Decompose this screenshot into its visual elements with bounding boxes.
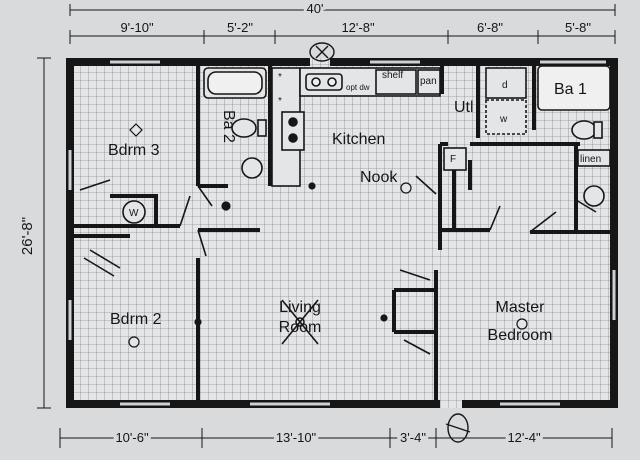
label-water-heater: W bbox=[129, 208, 139, 219]
label-opt-dw: opt dw bbox=[346, 83, 370, 92]
ba1-fixtures bbox=[537, 65, 611, 207]
room-living-2: Room bbox=[279, 319, 322, 336]
overall-depth: 26'-8" bbox=[19, 217, 36, 255]
washer bbox=[485, 99, 527, 135]
toilet-ba1 bbox=[571, 120, 597, 140]
water-heater bbox=[122, 200, 146, 224]
room-kitchen: Kitchen bbox=[332, 131, 385, 148]
room-master-2: Bedroom bbox=[488, 327, 553, 344]
left-dimension-line bbox=[37, 57, 51, 409]
bottom-dim-2: 13'-10" bbox=[276, 430, 317, 445]
windows bbox=[68, 60, 616, 406]
room-bdrm2: Bdrm 2 bbox=[110, 311, 162, 328]
room-bdrm3: Bdrm 3 bbox=[108, 142, 160, 159]
bottom-dim-1: 10'-6" bbox=[115, 430, 149, 445]
pantry bbox=[417, 69, 441, 95]
ceiling-lights bbox=[128, 123, 528, 348]
kitchen-counters bbox=[271, 67, 441, 187]
ba2-fixtures bbox=[203, 67, 267, 179]
label-shelf: shelf bbox=[382, 70, 403, 81]
dryer bbox=[485, 67, 527, 99]
star-2: * bbox=[278, 96, 282, 107]
label-fridge: F bbox=[450, 154, 456, 165]
top-dim-2: 5'-2" bbox=[227, 20, 253, 35]
top-dim-3: 12'-8" bbox=[341, 20, 375, 35]
top-dimension-lines bbox=[69, 4, 616, 44]
label-washer: w bbox=[499, 114, 508, 125]
room-nook: Nook bbox=[360, 169, 398, 186]
interior-walls bbox=[70, 62, 614, 404]
ceiling-fan bbox=[281, 299, 319, 345]
room-utl: Utl bbox=[454, 99, 474, 116]
label-dryer: d bbox=[502, 80, 508, 91]
label-linen: linen bbox=[580, 154, 601, 165]
room-ba2: Ba 2 bbox=[220, 110, 237, 143]
room-ba1: Ba 1 bbox=[554, 81, 587, 98]
shower-ba1 bbox=[537, 65, 611, 111]
star-1: * bbox=[278, 72, 282, 83]
label-pan: pan bbox=[420, 76, 437, 87]
top-dim-5: 5'-8" bbox=[565, 20, 591, 35]
top-dim-1: 9'-10" bbox=[120, 20, 154, 35]
room-living: Living bbox=[279, 299, 321, 316]
overall-width: 40' bbox=[307, 1, 324, 16]
bottom-dim-3: 3'-4" bbox=[400, 430, 426, 445]
bottom-dimension-lines bbox=[59, 428, 613, 448]
exterior-marks bbox=[309, 42, 471, 443]
shelf bbox=[375, 69, 417, 95]
sink-ba1 bbox=[583, 185, 605, 207]
range bbox=[281, 111, 305, 151]
door-swings bbox=[79, 175, 597, 355]
sink-ba2 bbox=[241, 157, 263, 179]
utility-fixtures bbox=[443, 67, 527, 171]
bottom-dim-4: 12'-4" bbox=[507, 430, 541, 445]
linen-closet bbox=[577, 149, 611, 167]
top-dim-4: 6'-8" bbox=[477, 20, 503, 35]
toilet-ba2 bbox=[231, 118, 257, 138]
fridge bbox=[443, 147, 467, 171]
room-master: Master bbox=[496, 299, 546, 316]
